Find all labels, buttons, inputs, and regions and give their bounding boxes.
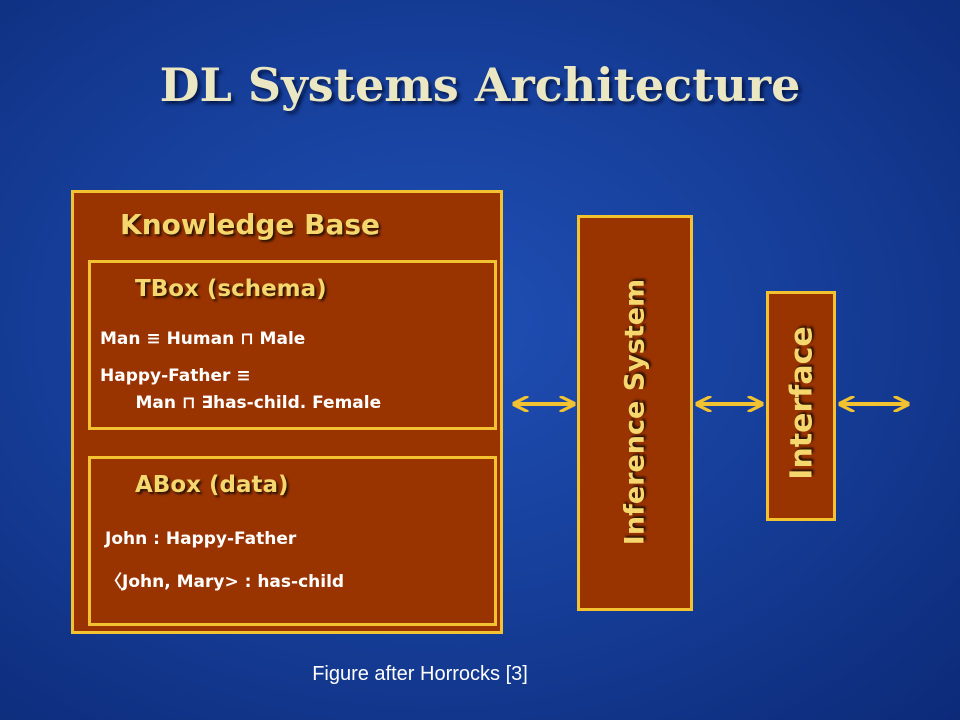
abox-assertion-john: John : Happy-Father [105,529,297,549]
tbox-axiom-man: Man ≡ Human ⊓ Male [100,329,306,349]
interface-box [766,291,836,521]
tbox-heading: TBox (schema) [135,276,327,302]
tbox-axiom-happy-father-definition: Man ⊓ ∃has-child. Female [100,393,382,413]
knowledge-base-heading: Knowledge Base [120,208,381,241]
figure-caption: Figure after Horrocks [3] [312,663,528,685]
inference-system-box [577,215,693,611]
abox-assertion-has-child: 〈John, Mary> : has-child [105,572,345,592]
tbox-box [88,260,497,430]
tbox-axiom-happy-father: Happy-Father ≡ [100,366,251,386]
abox-heading: ABox (data) [135,472,289,498]
slide-title: DL Systems Architecture [159,58,801,112]
abox-box [88,456,497,626]
